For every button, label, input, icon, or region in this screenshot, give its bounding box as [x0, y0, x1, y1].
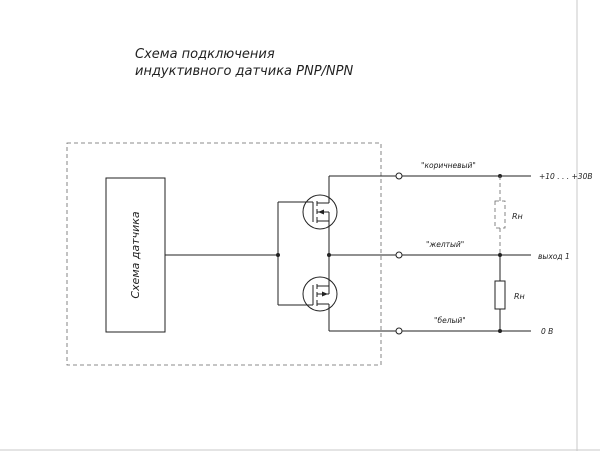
supply-label: +10 . . . +30В: [539, 172, 593, 181]
npn-transistor-body: [302, 276, 338, 312]
terminal-brown: [395, 172, 403, 180]
pullup-resistor: [494, 174, 506, 257]
output1-label: выход 1: [538, 252, 570, 261]
pulldown-resistor: [494, 255, 506, 333]
terminal-yellow: [395, 251, 403, 259]
pulldown-resistor-body: [494, 280, 506, 310]
gate-junction: [276, 253, 280, 257]
pnp-transistor-body: [302, 194, 338, 230]
pullup-resistor-label: Rн: [512, 212, 523, 221]
npn-transistor: [302, 276, 338, 312]
pullup-resistor-body: [494, 200, 506, 229]
title-line-1: Схема подключения: [135, 47, 275, 62]
pulldown-resistor-label: Rн: [514, 292, 525, 301]
pnp-transistor: [302, 194, 338, 230]
wire-label-brown: "коричневый": [421, 161, 476, 170]
terminal-white: [395, 327, 403, 335]
ground-label: 0 В: [541, 327, 553, 336]
wire-label-yellow: "желтый": [426, 240, 464, 249]
title-line-2: индуктивного датчика PNP/NPN: [135, 64, 353, 79]
wire-label-white: "белый": [434, 316, 466, 325]
sensor-enclosure: [66, 142, 382, 366]
sensor-circuit-label: Схема датчика: [129, 211, 142, 299]
